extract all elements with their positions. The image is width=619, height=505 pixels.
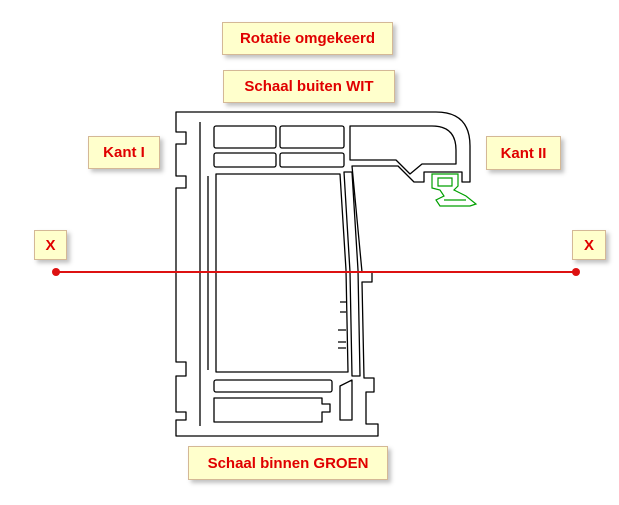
- shell-inside-label: Schaal binnen GROEN: [188, 446, 388, 480]
- axis-right-label: X: [572, 230, 606, 260]
- chamber-main: [215, 173, 349, 373]
- chamber-bottom-1: [213, 379, 333, 393]
- gasket-inner: [437, 177, 466, 201]
- axis-left-label: X: [34, 230, 67, 260]
- side-one-label: Kant I: [88, 136, 160, 169]
- gasket: [431, 173, 478, 207]
- window-profile: [175, 111, 471, 437]
- rotation-label: Rotatie omgekeerd: [222, 22, 393, 55]
- shell-outside-label: Schaal buiten WIT: [223, 70, 395, 103]
- profile-bottom-tooth: [339, 379, 353, 421]
- x-axis-endpoint-left: [52, 268, 60, 276]
- profile-hook-inner: [349, 125, 457, 175]
- gasket-shape: [431, 173, 478, 207]
- profile-column-notches: [338, 301, 346, 349]
- x-axis: [52, 268, 580, 276]
- x-axis-endpoint-right: [572, 268, 580, 276]
- chamber-mid-1: [213, 152, 277, 168]
- chamber-bottom-2: [213, 397, 331, 423]
- profile-left-wall: [199, 122, 209, 426]
- profile-outer-contour: [175, 111, 471, 437]
- chamber-top-2: [279, 125, 345, 149]
- side-two-label: Kant II: [486, 136, 561, 170]
- chamber-mid-2: [279, 152, 345, 168]
- chamber-top-1: [213, 125, 277, 149]
